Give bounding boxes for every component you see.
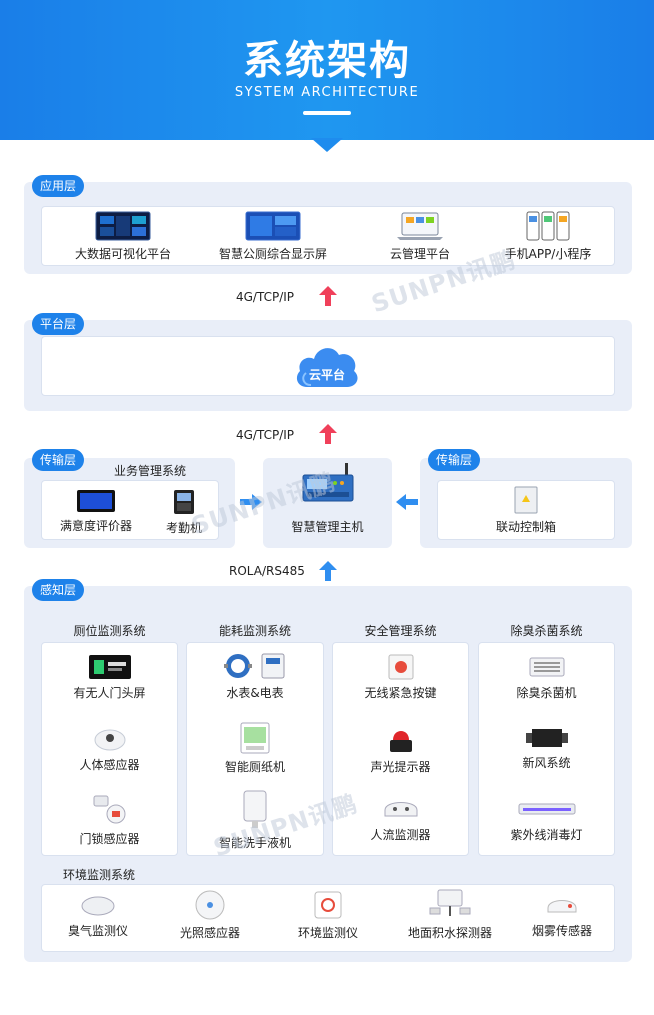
transport-item-label: 满意度评价器 — [59, 519, 132, 533]
sensor-item: 智能洗手液机 — [186, 790, 324, 851]
transport-item-control-box: 联动控制箱 — [470, 486, 582, 535]
control-box-icon — [514, 486, 538, 514]
app-item-cloud-mgmt: 云管理平台 — [360, 211, 480, 262]
cloud-platform-label: 云平台 — [308, 368, 345, 382]
soap-dispenser-icon — [243, 790, 267, 828]
cloud-icon — [296, 348, 358, 387]
system-title-energy: 能耗监测系统 — [218, 624, 291, 638]
evaluator-tablet-icon — [77, 490, 115, 512]
up-arrow-icon — [319, 286, 337, 306]
body-sensor-icon — [94, 729, 125, 751]
app-item-label: 智慧公厕综合显示屏 — [218, 247, 327, 261]
application-layer-tag: 应用层 — [32, 175, 85, 197]
transport-right-tag: 传输层 — [428, 449, 481, 471]
smoke-sensor-icon — [547, 900, 577, 913]
uv-lamp-icon — [518, 803, 575, 815]
header-notch — [311, 138, 343, 152]
header-banner — [0, 0, 654, 140]
host-label: 智慧管理主机 — [291, 520, 364, 534]
dashboard-screen-icon — [95, 211, 151, 241]
sensor-item: 烟雾传感器 — [516, 892, 608, 939]
transport-item-label: 考勤机 — [165, 521, 202, 535]
sensor-item: 臭气监测仪 — [46, 892, 150, 939]
host-panel — [263, 458, 392, 548]
water-electric-meter-icon — [224, 653, 285, 679]
protocol-label-3: ROLA/RS485 — [229, 564, 305, 578]
sensor-item: 智能厕纸机 — [186, 722, 324, 775]
page-title: 系统架构 — [243, 38, 411, 84]
environment-monitor-icon — [314, 891, 342, 919]
sensor-item: 声光提示器 — [332, 720, 469, 775]
sensor-item: 光照感应器 — [156, 890, 264, 941]
transport-item-attendance: 考勤机 — [152, 489, 216, 536]
display-screen-icon — [245, 211, 301, 241]
business-system-title: 业务管理系统 — [113, 464, 186, 478]
app-item-display: 智慧公厕综合显示屏 — [205, 211, 341, 262]
system-title-toilet: 厕位监测系统 — [73, 624, 146, 638]
door-lock-sensor-icon — [93, 795, 125, 824]
tissue-machine-icon — [240, 722, 270, 754]
sensor-item: 无线紧急按键 — [332, 654, 469, 701]
sensor-item: 除臭杀菌机 — [478, 654, 615, 701]
sensor-item: 人体感应器 — [41, 724, 178, 773]
sensor-item: 人流监测器 — [332, 796, 469, 843]
sensor-item: 门锁感应器 — [41, 792, 178, 847]
title-underline — [303, 111, 351, 115]
door-screen-icon — [88, 655, 131, 679]
protocol-label-1: 4G/TCP/IP — [236, 290, 295, 304]
platform-layer-tag: 平台层 — [32, 313, 85, 335]
host-device-icon — [302, 463, 354, 502]
people-counter-icon — [384, 802, 417, 817]
emergency-button-icon — [388, 654, 413, 680]
deodorizer-icon — [529, 657, 564, 677]
system-title-security: 安全管理系统 — [364, 624, 437, 638]
light-sensor-icon — [195, 890, 225, 920]
protocol-label-2: 4G/TCP/IP — [236, 428, 295, 442]
water-detector-icon — [429, 889, 471, 916]
transport-item-evaluator: 满意度评价器 — [48, 489, 144, 534]
fresh-air-system-icon — [525, 729, 568, 747]
perception-layer-tag: 感知层 — [32, 579, 85, 601]
attendance-machine-icon — [174, 490, 194, 514]
transport-left-tag: 传输层 — [32, 449, 85, 471]
app-item-label: 大数据可视化平台 — [74, 247, 171, 261]
laptop-icon — [397, 212, 443, 240]
system-title-deodorize: 除臭杀菌系统 — [510, 624, 583, 638]
sensor-item: 有无人门头屏 — [41, 654, 178, 701]
app-item-label: 手机APP/小程序 — [504, 247, 592, 261]
sensor-item: 地面积水探测器 — [390, 888, 510, 941]
app-item-mobile: 手机APP/小程序 — [492, 211, 604, 262]
system-title-environment: 环境监测系统 — [62, 868, 135, 882]
up-arrow-icon — [319, 561, 337, 581]
right-arrow-icon — [240, 494, 262, 510]
mobile-phones-icon — [526, 211, 570, 241]
sensor-item: 水表&电表 — [186, 652, 324, 701]
left-arrow-icon — [396, 494, 418, 510]
sensor-item: 环境监测仪 — [272, 890, 384, 941]
sensor-item: 紫外线消毒灯 — [478, 800, 615, 843]
odor-monitor-icon — [81, 896, 115, 916]
alarm-light-icon — [389, 731, 412, 752]
transport-item-label: 联动控制箱 — [495, 520, 556, 534]
app-item-bigdata: 大数据可视化平台 — [58, 211, 188, 262]
sensor-item: 新风系统 — [478, 726, 615, 771]
system-card-deodorize — [478, 642, 615, 856]
up-arrow-icon — [319, 424, 337, 444]
app-item-label: 云管理平台 — [389, 247, 450, 261]
page-subtitle: SYSTEM ARCHITECTURE — [234, 85, 420, 100]
